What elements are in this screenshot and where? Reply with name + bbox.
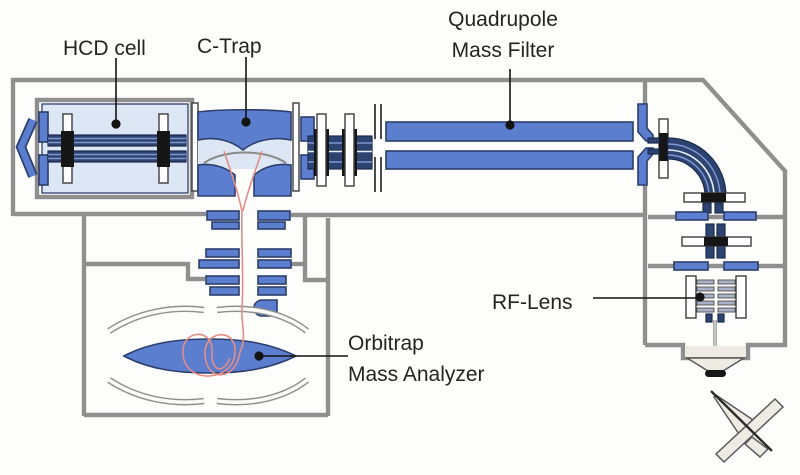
hcd-rods-bottom	[47, 150, 187, 163]
inlet-capillary-group	[684, 346, 747, 377]
gate-lens-right	[292, 102, 300, 192]
leader-lines	[111, 57, 705, 361]
entrance-lens-plates	[374, 104, 382, 192]
octopole-post-right	[344, 113, 355, 187]
bent-flatapole-group	[647, 118, 746, 214]
exit-bracket-top	[637, 103, 654, 142]
label-c-trap: C-Trap	[197, 35, 262, 58]
label-orbitrap-line2: Mass Analyzer	[348, 363, 485, 386]
entrance-chevron	[17, 118, 37, 178]
spray-needle	[710, 390, 773, 452]
hcd-rods-top	[47, 134, 187, 147]
ion-trajectory	[182, 150, 263, 377]
c-trap-group	[191, 102, 315, 197]
orbitrap-analyzer-group	[107, 305, 310, 406]
hcd-cell-group	[15, 103, 189, 194]
rf-lens-plate-left	[685, 275, 697, 319]
label-quadrupole-mass-filter: Quadrupole Mass Filter	[428, 4, 578, 66]
label-quadrupole-line2: Mass Filter	[451, 39, 555, 62]
quadrupole-mass-filter-group	[385, 103, 654, 186]
label-orbitrap-mass-analyzer: Orbitrap Mass Analyzer	[348, 328, 485, 390]
orbitrap-lens-stack	[198, 210, 292, 317]
source-stub	[743, 436, 770, 459]
rf-lens-plate-right	[735, 275, 747, 319]
c-trap-top-electrode	[197, 108, 292, 152]
inlet-cone	[684, 357, 747, 372]
label-quadrupole-line1: Quadrupole	[448, 8, 558, 31]
c-trap-bottom-right-electrode	[253, 163, 292, 197]
label-orbitrap-line1: Orbitrap	[348, 332, 424, 355]
rf-lens-group	[685, 275, 747, 352]
octopole-post-left	[316, 113, 327, 187]
label-rf-lens: RF-Lens	[492, 291, 573, 314]
transfer-octopole	[307, 104, 382, 192]
gate-lens-left	[191, 102, 199, 192]
label-hcd-cell: HCD cell	[63, 37, 146, 60]
c-trap-bottom-left-electrode	[197, 163, 236, 197]
injection-optics-group	[673, 211, 759, 271]
vacuum-enclosure	[10, 77, 788, 416]
quadrupole-rod-bottom	[385, 150, 634, 170]
esi-source-group	[710, 390, 785, 464]
